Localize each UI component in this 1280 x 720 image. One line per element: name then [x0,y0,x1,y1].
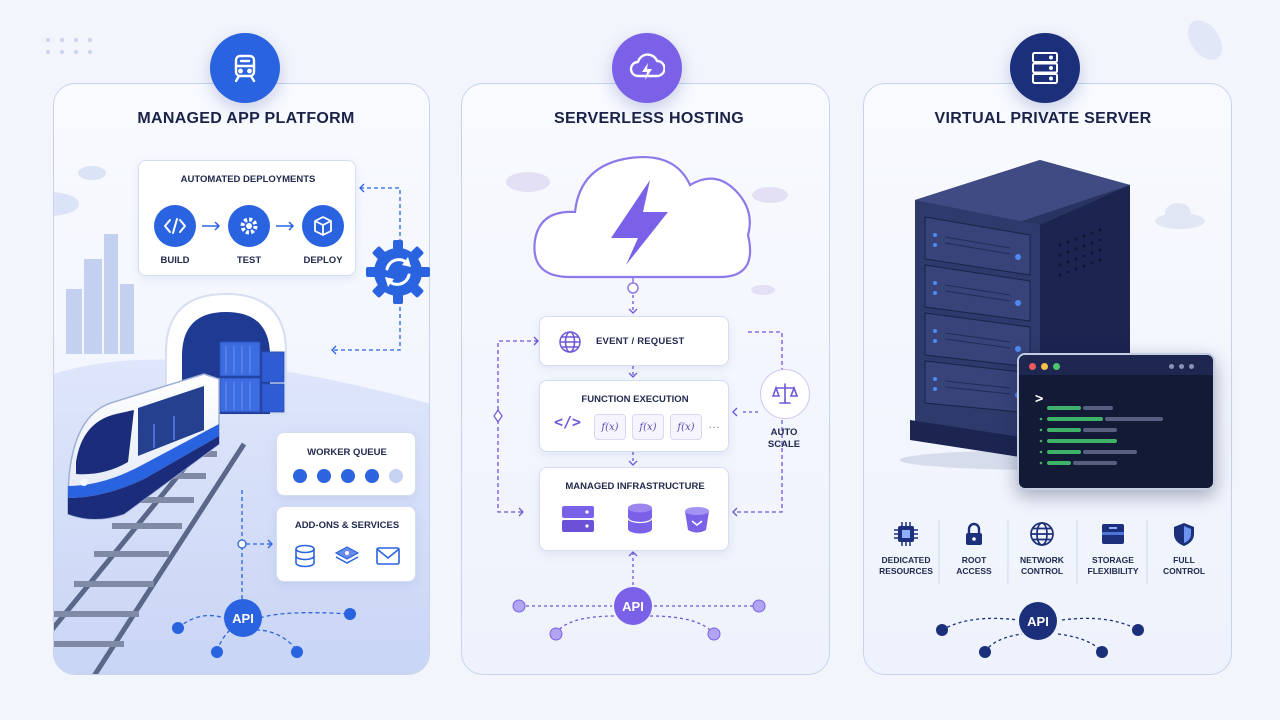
sync-loop [331,183,401,355]
database-icon [292,543,318,569]
worker-queue-title: WORKER QUEUE [307,447,387,458]
menu-dot [1169,364,1174,369]
lightning-cloud [506,156,788,295]
function-node: f(x) [632,414,664,440]
automated-deployments-card: AUTOMATED DEPLOYMENTS BUILD TEST DEPLOY [138,160,356,276]
function-execution-label: FUNCTION EXECUTION [581,394,689,405]
auto-scale-line1: AUTO [770,427,798,438]
managed-infrastructure-label: MANAGED INFRASTRUCTURE [565,481,705,492]
function-node: f(x) [670,414,702,440]
app-platform-title: MANAGED APP PLATFORM [137,110,355,127]
feature-separators [938,520,1148,584]
code-icon: </> [554,413,582,431]
mail-icon [375,545,401,567]
globe-icon [557,329,583,355]
test-label: TEST [236,255,262,266]
terminal-window: > [1017,353,1215,490]
function-node: f(x) [594,414,626,440]
feature-label-4b: FLEXIBILITY [1087,566,1139,576]
cloud-decoration [1155,203,1205,229]
server-stack-icon [560,502,596,536]
sync-gear-icon [362,236,434,308]
event-request-label: EVENT / REQUEST [596,336,685,347]
feature-label-5b: CONTROL [1162,566,1206,576]
terminal-prompt: > [1035,391,1044,407]
vps-title: VIRTUAL PRIVATE SERVER [934,110,1152,127]
serverless-api-node: API [614,587,652,625]
package-icon [302,205,344,247]
feature-label-1b: RESOURCES [879,566,933,576]
deploy-label: DEPLOY [303,255,343,266]
code-icon [154,205,196,247]
terminal-lines [1039,406,1163,465]
cloud-bolt-icon [612,33,682,103]
function-execution-card: FUNCTION EXECUTION </> f(x) f(x) f(x) … [539,380,729,452]
deploy-arrows [202,221,295,231]
feature-label-3a: NETWORK [1020,555,1064,565]
app-api-node: API [224,599,262,637]
maximize-dot [1053,363,1060,370]
vps-api-node: API [1019,602,1057,640]
globe-icon [1029,521,1055,547]
lock-icon [961,521,987,547]
minimize-dot [1041,363,1048,370]
vps-api-network [936,617,1144,658]
feature-label-5a: FULL [1173,555,1195,565]
layers-icon [333,543,361,569]
queue-dot-empty [389,469,403,483]
addons-card: ADD-ONS & SERVICES [276,506,416,582]
menu-dot [1189,364,1194,369]
deployments-title: AUTOMATED DEPLOYMENTS [180,174,316,185]
serverless-flow-arrows [493,295,783,517]
server-icon [1010,33,1080,103]
addons-title: ADD-ONS & SERVICES [294,520,400,531]
menu-dot [1179,364,1184,369]
queue-dot [317,469,331,483]
serverless-api-network [512,551,766,641]
scale-icon [760,369,810,419]
feature-label-1a: DEDICATED [881,555,931,565]
gear-icon [228,205,270,247]
close-dot [1029,363,1036,370]
terminal-titlebar [1019,355,1213,375]
queue-dot [365,469,379,483]
build-label: BUILD [160,255,190,266]
serverless-title: SERVERLESS HOSTING [553,110,745,127]
app-api-network [172,490,356,658]
storage-icon [1100,521,1126,547]
feature-label-3b: CONTROL [1020,566,1064,576]
queue-dot [341,469,355,483]
train-icon [210,33,280,103]
event-request-card: EVENT / REQUEST [539,316,729,366]
feature-label-2b: ACCESS [956,566,992,576]
auto-scale-line2: SCALE [767,439,801,450]
database-icon [626,502,654,536]
storage-bucket-icon [682,504,712,536]
more-functions: … [708,417,720,431]
feature-label-2a: ROOT [961,555,987,565]
feature-label-4a: STORAGE [1092,555,1134,565]
worker-queue-card: WORKER QUEUE [276,432,416,496]
managed-infrastructure-card: MANAGED INFRASTRUCTURE [539,467,729,551]
chip-icon [893,521,919,547]
queue-dot [293,469,307,483]
shield-icon [1171,521,1197,547]
